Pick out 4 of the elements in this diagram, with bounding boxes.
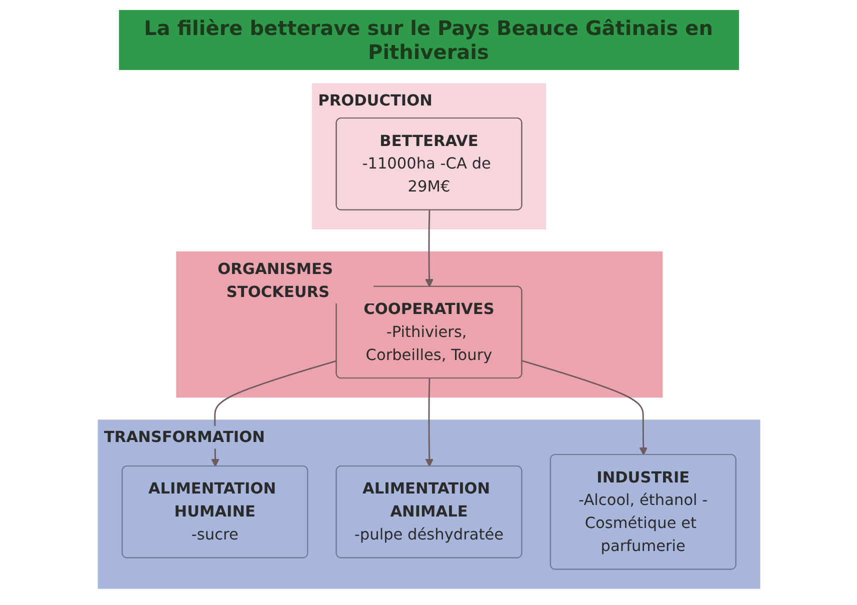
- arrow: [522, 360, 648, 456]
- title-banner: La filière betterave sur le Pays Beauce Gâtinais en Pithiverais: [118, 10, 738, 70]
- arrow: [424, 210, 433, 288]
- arrow: [424, 378, 434, 467]
